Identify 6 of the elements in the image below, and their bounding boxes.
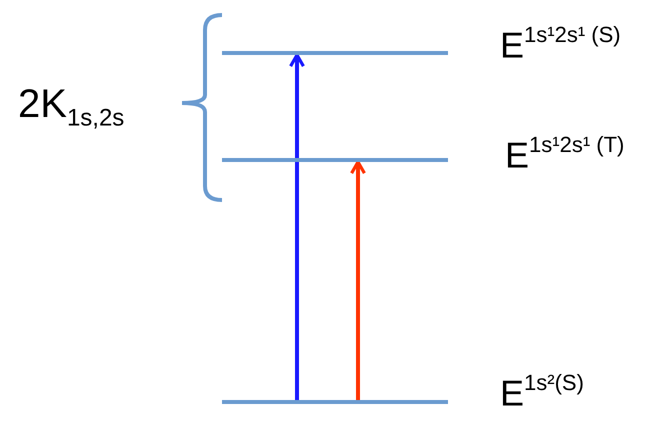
level-label: E$^{1s²(S)}$ xyxy=(500,372,584,412)
arrow xyxy=(289,53,305,400)
level-label: E$^{1s¹2s¹ (S)}$ xyxy=(500,24,621,64)
level-label: E$^{1s¹2s¹ (T)}$ xyxy=(505,134,624,174)
arrow xyxy=(350,160,366,400)
exchange-integral-label: 2K$_{1s,2s}$ xyxy=(18,84,124,130)
